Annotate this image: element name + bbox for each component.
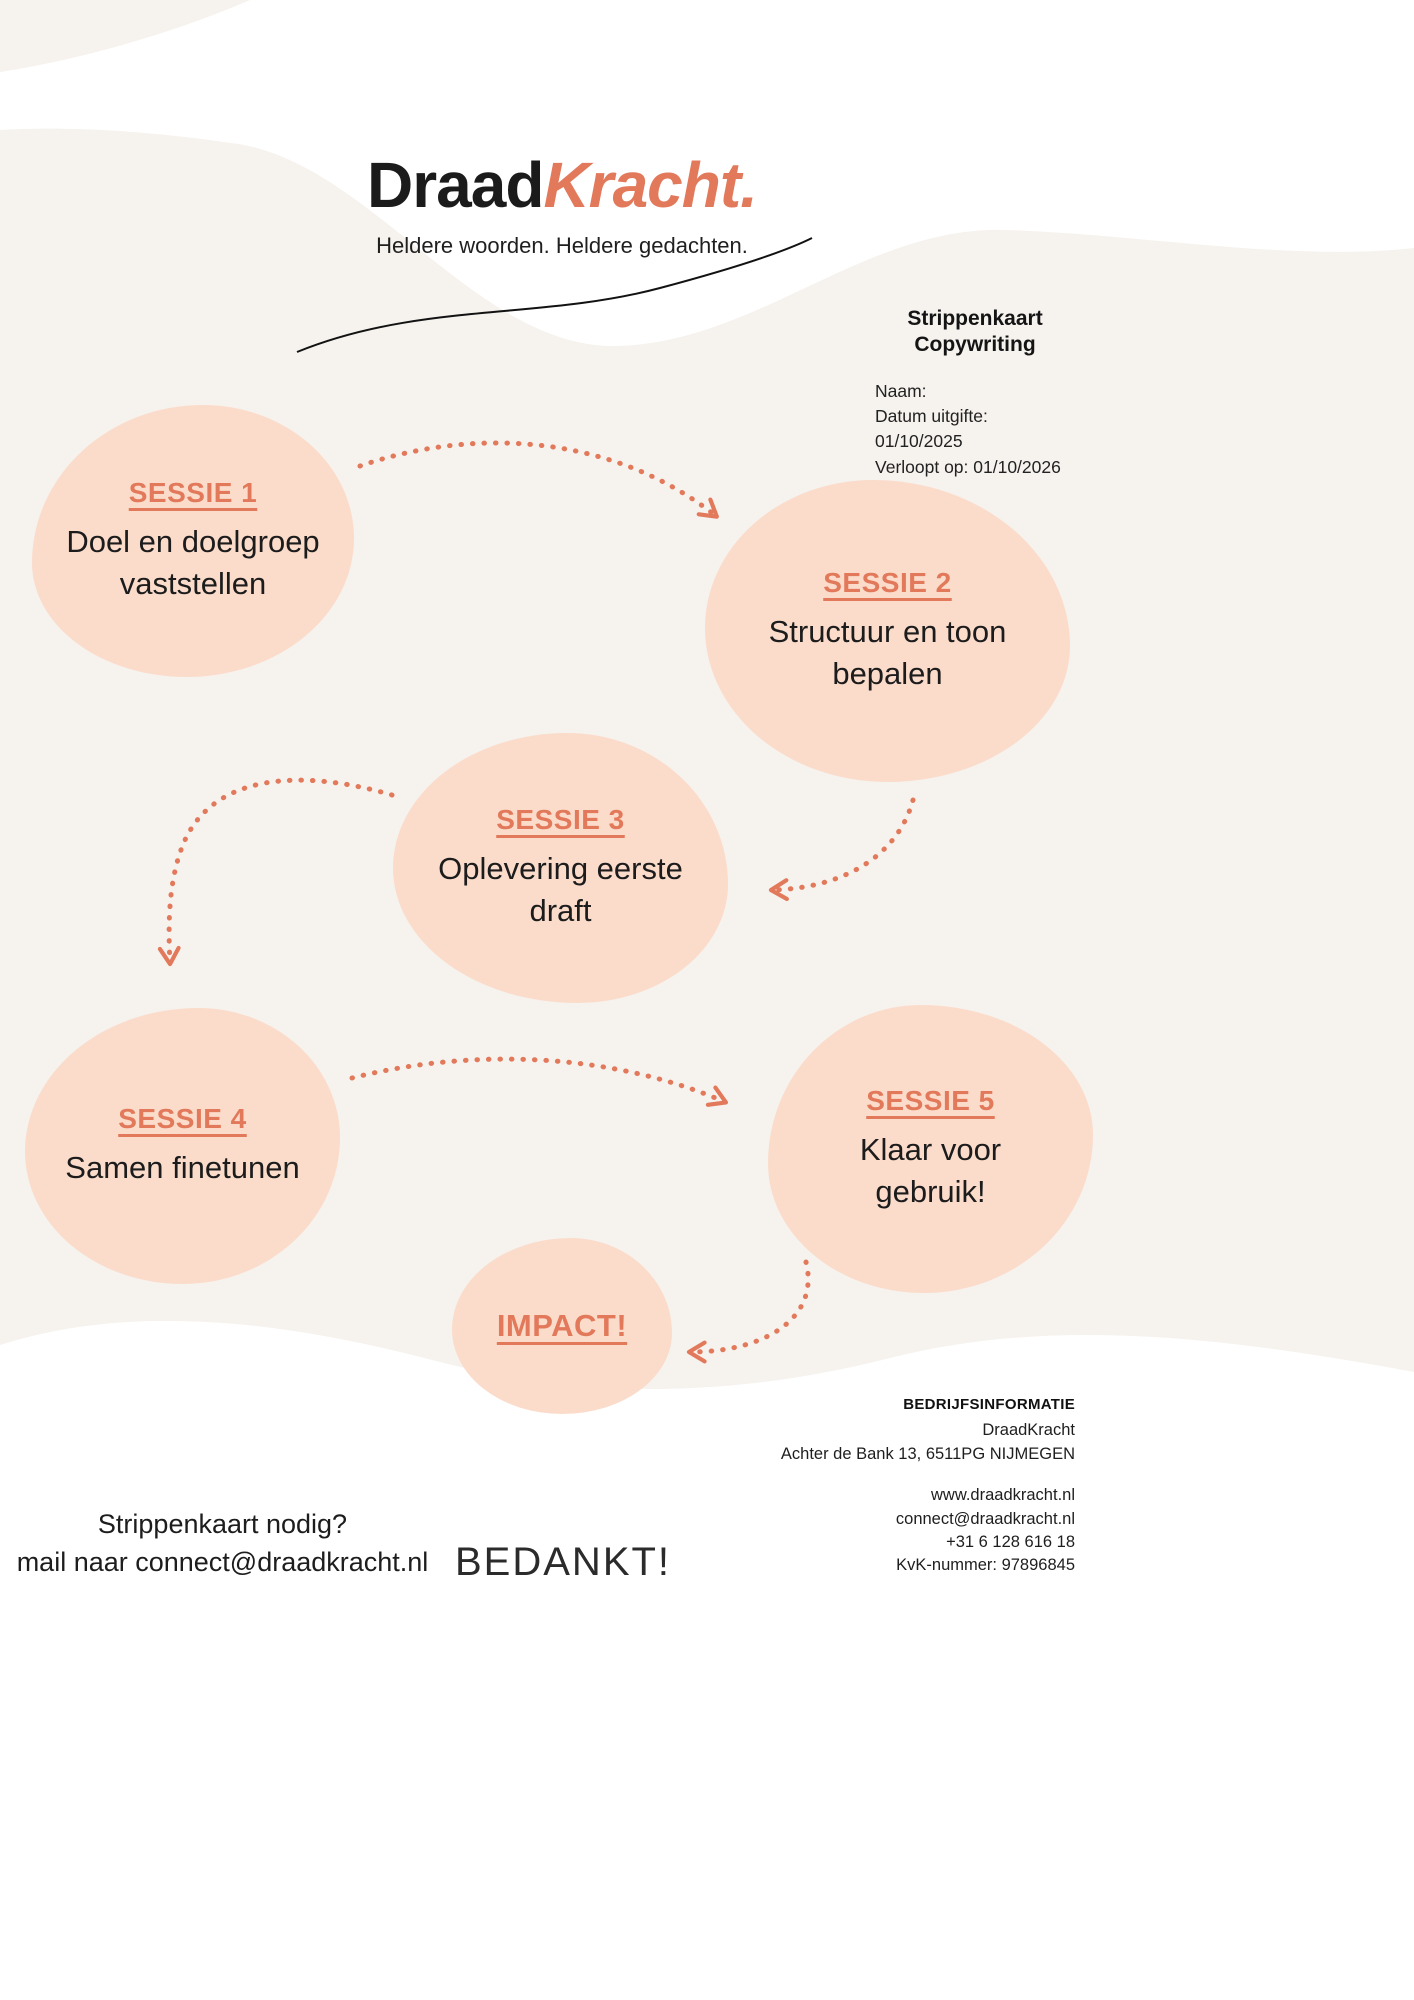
cta-line1: Strippenkaart nodig? [97,1509,348,1539]
impact-label: IMPACT! [496,1308,628,1343]
cta-line2: mail naar connect@draadkracht.nl [16,1547,429,1578]
session-blob-1: SESSIE 1 Doel en doelgroep vaststellen [32,405,354,677]
flow-arrow-session3-to-session4 [157,777,395,967]
company-info-block: BEDRIJFSINFORMATIE DraadKracht Achter de… [745,1394,1075,1578]
card-info-block: Strippenkaart Copywriting Naam: Datum ui… [875,306,1075,480]
card-issue-date: Datum uitgifte: 01/10/2025 [875,405,988,452]
card-meta: Naam: Datum uitgifte: 01/10/2025 Verloop… [875,379,1075,481]
session-5-description: Klaar voor gebruik! [859,1132,1002,1209]
impact-blob: IMPACT! [452,1238,672,1414]
flow-arrow-session5-to-impact [686,1259,811,1364]
card-name-label: Naam: [875,380,927,401]
company-address: Achter de Bank 13, 6511PG NIJMEGEN [780,1444,1075,1463]
company-name: DraadKracht [982,1421,1075,1440]
flow-arrow-session4-to-session5 [349,1056,729,1107]
company-phone: +31 6 128 616 18 [946,1532,1075,1551]
session-blob-2: SESSIE 2 Structuur en toon bepalen [705,480,1070,782]
session-3-description: Oplevering eerste draft [438,851,683,928]
company-kvk: KvK-nummer: 97896845 [896,1556,1075,1575]
session-2-description: Structuur en toon bepalen [768,614,1007,691]
company-info-heading: BEDRIJFSINFORMATIE [903,1396,1075,1413]
brand-tagline: Heldere woorden. Heldere gedachten. [376,233,748,258]
bottom-wave-shape [0,1320,1414,2000]
session-blob-4: SESSIE 4 Samen finetunen [25,1008,340,1284]
thanks-text: BEDANKT! [455,1540,672,1584]
brand-logo: DraadKracht. [307,148,817,222]
flow-arrow-session1-to-session2 [357,440,719,519]
flow-arrow-session2-to-session3 [768,797,916,902]
card-title: Strippenkaart Copywriting [875,306,1075,359]
session-5-title: SESSIE 5 [866,1085,995,1117]
company-website: www.draadkracht.nl [931,1486,1075,1505]
card-expiry-date: Verloopt op: 01/10/2026 [875,456,1061,477]
session-2-title: SESSIE 2 [823,567,952,599]
brand-logo-part2: Kracht. [543,149,757,221]
company-info-spacer [745,1466,1075,1484]
cta-block: Strippenkaart nodig? mail naar connect@d… [10,1505,435,1582]
session-3-title: SESSIE 3 [496,804,625,836]
session-1-description: Doel en doelgroep vaststellen [66,524,320,601]
card-title-line1: Strippenkaart [907,307,1043,330]
brand-logo-part1: Draad [367,149,544,221]
session-blob-3: SESSIE 3 Oplevering eerste draft [393,733,728,1003]
company-email: connect@draadkracht.nl [895,1509,1075,1528]
card-title-line2: Copywriting [914,333,1036,357]
session-4-title: SESSIE 4 [118,1103,247,1135]
session-4-description: Samen finetunen [65,1150,300,1186]
session-1-title: SESSIE 1 [128,477,258,509]
session-blob-5: SESSIE 5 Klaar voor gebruik! [768,1005,1093,1293]
